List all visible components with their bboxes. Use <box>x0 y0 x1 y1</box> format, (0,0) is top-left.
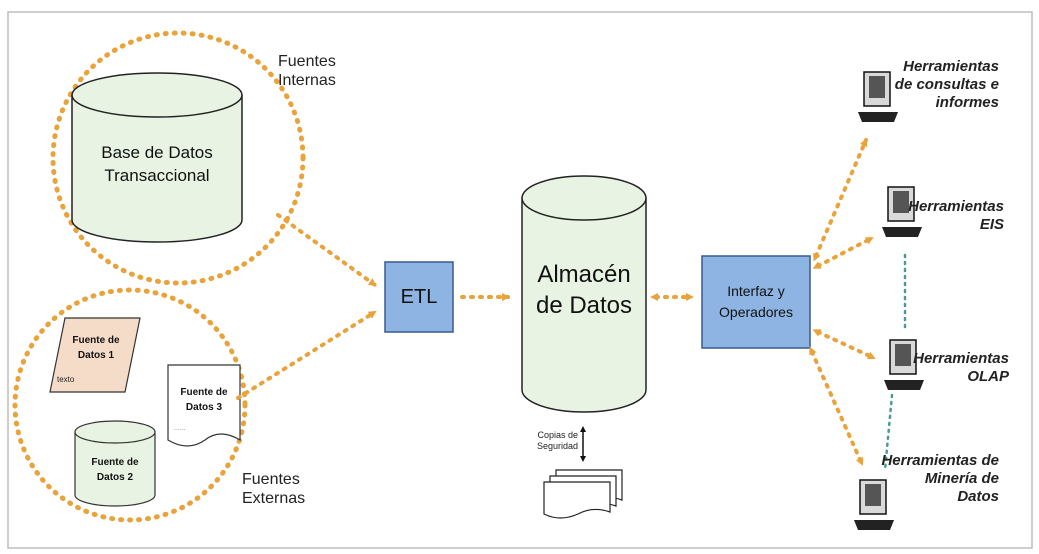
computer-icon <box>858 71 898 122</box>
flow-to-tool-consultas <box>813 138 868 262</box>
etl-label: ETL <box>400 285 438 308</box>
external-sources-circle <box>12 287 248 523</box>
source3-document <box>167 364 241 447</box>
flow-to-tool-olap <box>812 329 876 360</box>
computer-icon <box>882 186 922 237</box>
computer-icon <box>854 479 894 530</box>
link-olap-mineria <box>883 393 894 472</box>
etl-box <box>384 261 454 333</box>
flow-external-to-etl <box>236 310 377 400</box>
frame <box>7 11 1033 549</box>
flow-internal-to-etl <box>276 213 377 287</box>
source1-shape <box>49 317 141 393</box>
warehouse-cylinder <box>521 175 647 413</box>
source2-cylinder <box>74 420 156 507</box>
flow-to-tool-mineria <box>809 346 864 466</box>
source3-note: ...... <box>174 425 186 432</box>
source1-note: texto <box>57 375 75 384</box>
flow-to-tool-eis <box>812 236 874 269</box>
computer-icon <box>884 339 924 390</box>
internal-sources-circle <box>50 30 306 286</box>
transactional-db-cylinder <box>71 72 243 243</box>
interface-box <box>701 255 811 349</box>
backup-pages <box>543 469 623 519</box>
